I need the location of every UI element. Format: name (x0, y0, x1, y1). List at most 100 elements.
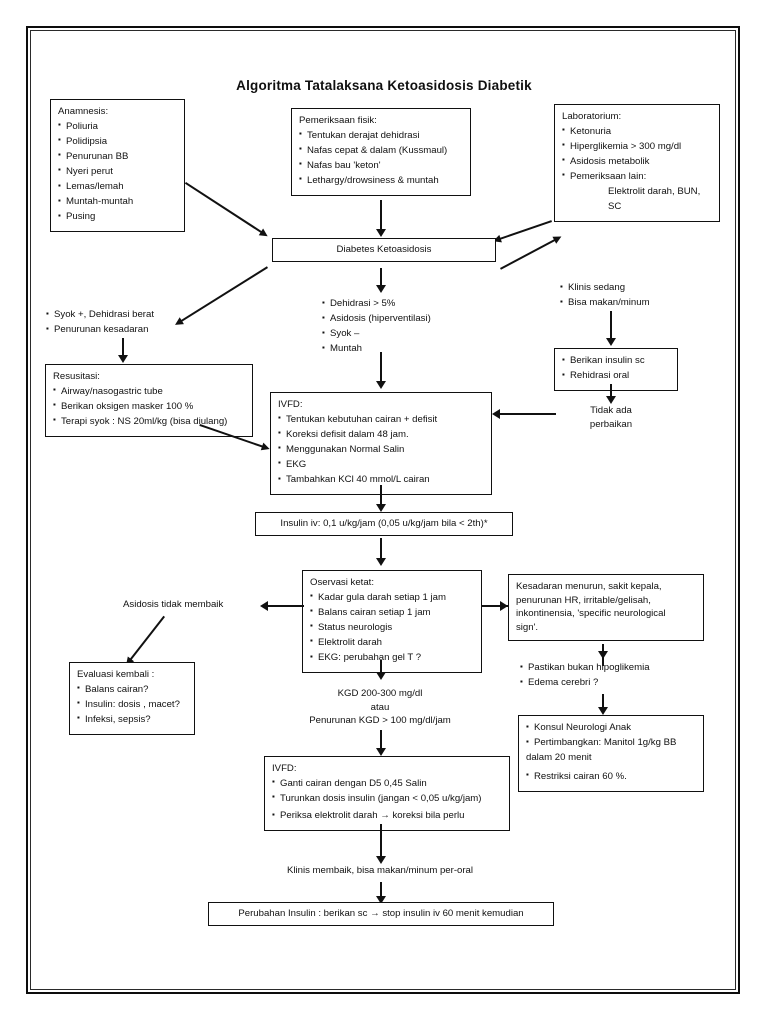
list-item: Berikan insulin sc (562, 354, 670, 368)
connector-klinis-to-perubahan (380, 882, 382, 900)
list-item: Lemas/lemah (58, 180, 177, 194)
arrow-left-icon (260, 601, 268, 611)
connector-insulin-iv-to-observasi (380, 538, 382, 562)
arrow-down-icon (376, 558, 386, 566)
insulin-sc-list: Berikan insulin sc Rehidrasi oral (562, 354, 670, 383)
list-item: Syok – (322, 327, 502, 341)
list-item: Elektrolit darah (310, 635, 474, 650)
node-perubahan-insulin: Perubahan Insulin : berikan sc → stop in… (208, 902, 554, 926)
node-insulin-iv: Insulin iv: 0,1 u/kg/jam (0,05 u/kg/jam … (255, 512, 513, 536)
list-item: Penurunan kesadaran (46, 323, 236, 337)
list-item: Berikan oksigen masker 100 % (53, 399, 245, 414)
list-item: Dehidrasi > 5% (322, 297, 502, 311)
connector-observasi-to-asidosis (268, 605, 304, 607)
ivfd-1-list: Tentukan kebutuhan cairan + defisit Kore… (278, 412, 484, 487)
list-item: Penurunan BB (58, 149, 177, 164)
observasi-header: Oservasi ketat: (310, 577, 374, 588)
ivfd-1-header: IVFD: (278, 399, 303, 410)
list-item: Balans cairan setiap 1 jam (310, 605, 474, 620)
node-tidak-ada-perbaikan: Tidak ada perbaikan (556, 404, 666, 431)
asidosis-label: Asidosis tidak membaik (123, 599, 224, 610)
evaluasi-list: Balans cairan? Insulin: dosis , macet? I… (77, 682, 187, 727)
list-item: Koreksi defisit dalam 48 jam. (278, 427, 484, 442)
list-item: Terapi syok : NS 20ml/kg (bisa diulang) (53, 414, 245, 429)
arrow-down-icon (598, 651, 608, 659)
list-item: Muntah (322, 342, 502, 356)
list-item: Asidosis (hiperventilasi) (322, 312, 502, 326)
konsul-neuro-list: Konsul Neurologi Anak Pertimbangkan: Man… (526, 721, 696, 783)
list-item: Pemeriksaan lain: (562, 169, 712, 184)
arrow-right-icon (500, 601, 508, 611)
list-item: Nyeri perut (58, 164, 177, 179)
arrow-down-icon (376, 896, 386, 904)
klinis-membaik-label: Klinis membaik, bisa makan/minum per-ora… (286, 865, 474, 876)
list-item: Rehidrasi oral (562, 369, 670, 383)
connector-pastikan-to-konsul (602, 694, 604, 710)
list-item: Restriksi cairan 60 %. (526, 769, 696, 784)
node-resusitasi: Resusitasi: Airway/nasogastric tube Beri… (45, 364, 253, 437)
list-item: Asidosis metabolik (562, 154, 712, 169)
arrow-down-icon (376, 381, 386, 389)
list-item: Tentukan kebutuhan cairan + defisit (278, 412, 484, 427)
list-item-continuation: dalam 20 menit (526, 752, 592, 764)
resusitasi-header: Resusitasi: (53, 371, 100, 382)
laboratorium-list: Ketonuria Hiperglikemia > 300 mg/dl Asid… (562, 124, 712, 214)
observasi-list: Kadar gula darah setiap 1 jam Balans cai… (310, 590, 474, 665)
evaluasi-header: Evaluasi kembali : (77, 669, 155, 680)
perbaikan-line: Tidak ada (590, 405, 632, 416)
list-item: Ketonuria (562, 124, 712, 139)
arrow-down-icon (376, 672, 386, 680)
neuro-line: sign'. (516, 621, 539, 633)
node-ivfd-2: IVFD: Ganti cairan dengan D5 0,45 Salin … (264, 756, 510, 832)
node-klinis-membaik: Klinis membaik, bisa makan/minum per-ora… (230, 864, 530, 878)
ivfd-2-list: Ganti cairan dengan D5 0,45 Salin Turunk… (272, 776, 502, 823)
node-anamnesis: Anamnesis: Poliuria Polidipsia Penurunan… (50, 99, 185, 233)
list-item: Syok +, Dehidrasi berat (46, 308, 236, 322)
list-item: Kadar gula darah setiap 1 jam (310, 590, 474, 605)
branch-mild-list: Klinis sedang Bisa makan/minum (560, 281, 730, 310)
connector-observasi-to-kgd (380, 660, 382, 676)
node-branch-severe: Syok +, Dehidrasi berat Penurunan kesada… (46, 308, 236, 338)
insulin-iv-label: Insulin iv: 0,1 u/kg/jam (0,05 u/kg/jam … (280, 518, 488, 529)
node-pastikan: Pastikan bukan hipoglikemia Edema cerebr… (520, 661, 710, 691)
list-item: Pastikan bukan hipoglikemia (520, 661, 710, 675)
list-item: Infeksi, sepsis? (77, 712, 187, 727)
node-laboratorium: Laboratorium: Ketonuria Hiperglikemia > … (554, 104, 720, 223)
list-item: Pusing (58, 210, 177, 224)
connector-ivfd2-to-klinis (380, 824, 382, 860)
node-branch-moderate: Dehidrasi > 5% Asidosis (hiperventilasi)… (322, 297, 502, 357)
laboratorium-header: Laboratorium: (562, 111, 622, 122)
node-asidosis-tidak-membaik: Asidosis tidak membaik (123, 598, 273, 612)
list-item: Menggunakan Normal Salin (278, 442, 484, 457)
list-item: Turunkan dosis insulin (jangan < 0,05 u/… (272, 791, 502, 806)
page-border-frame (26, 26, 740, 994)
resusitasi-list: Airway/nasogastric tube Berikan oksigen … (53, 384, 245, 429)
pemeriksaan-fisik-list: Tentukan derajat dehidrasi Nafas cepat &… (299, 128, 463, 188)
node-insulin-sc: Berikan insulin sc Rehidrasi oral (554, 348, 678, 392)
list-item: Polidipsia (58, 134, 177, 149)
connector-fisik-to-diagnosis (380, 200, 382, 233)
list-item: Konsul Neurologi Anak (526, 721, 696, 735)
arrow-down-icon (376, 748, 386, 756)
list-subitem: Elektrolit darah, BUN, (608, 186, 701, 198)
node-branch-mild: Klinis sedang Bisa makan/minum (560, 281, 730, 311)
arrow-down-icon (606, 338, 616, 346)
list-item: EKG: perubahan gel T ? (310, 651, 474, 665)
list-item: EKG (278, 457, 484, 472)
neuro-line: Kesadaran menurun, sakit kepala, (516, 581, 662, 592)
pemeriksaan-fisik-header: Pemeriksaan fisik: (299, 115, 377, 126)
branch-moderate-list: Dehidrasi > 5% Asidosis (hiperventilasi)… (322, 297, 502, 356)
list-item: Lethargy/drowsiness & muntah (299, 173, 463, 188)
list-item: Hiperglikemia > 300 mg/dl (562, 139, 712, 154)
node-konsul-neuro: Konsul Neurologi Anak Pertimbangkan: Man… (518, 715, 704, 792)
list-item: Poliuria (58, 119, 177, 134)
connector-moderate-to-ivfd (380, 352, 382, 385)
anamnesis-list: Poliuria Polidipsia Penurunan BB Nyeri p… (58, 119, 177, 224)
node-diagnosis: Diabetes Ketoasidosis (272, 238, 496, 262)
kgd-line: KGD 200-300 mg/dl (337, 688, 423, 699)
node-observasi: Oservasi ketat: Kadar gula darah setiap … (302, 570, 482, 674)
list-item: Pertimbangkan: Manitol 1g/kg BB (526, 736, 696, 750)
connector-ivfd-to-insulin-iv (380, 485, 382, 507)
kgd-line: atau (370, 701, 390, 713)
perbaikan-line: perbaikan (589, 418, 633, 430)
